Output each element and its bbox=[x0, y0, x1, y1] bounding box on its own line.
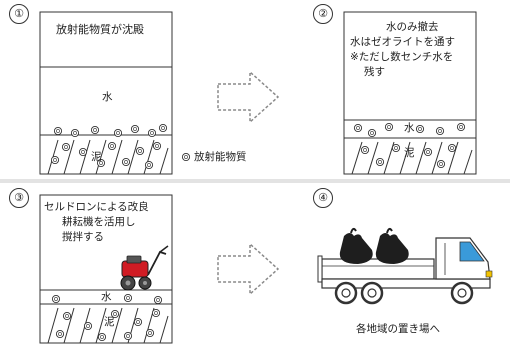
panel-2-mud-hatch bbox=[351, 141, 473, 175]
step-1-water-label: 水 bbox=[102, 91, 113, 103]
panel-3-container bbox=[39, 194, 173, 344]
step-number-3: ③ bbox=[9, 188, 29, 208]
legend-particle-icon bbox=[181, 152, 191, 162]
waste-bag-icon-2 bbox=[375, 227, 409, 264]
arrow-right-icon-1 bbox=[217, 70, 280, 124]
step-3-line-1: セルドロンによる改良 bbox=[44, 201, 149, 213]
panel-1-mud-hatch bbox=[47, 139, 169, 175]
panel-1-container bbox=[39, 11, 173, 175]
waste-bag-icon-1 bbox=[339, 227, 373, 264]
row-divider bbox=[0, 179, 510, 183]
arrow-right-icon-2 bbox=[217, 242, 280, 296]
step-number-4: ④ bbox=[313, 188, 333, 208]
step-2-water-label: 水 bbox=[404, 122, 415, 134]
step-3-line-3: 撹拌する bbox=[62, 231, 104, 243]
step-3-mud-label: 泥 bbox=[104, 316, 115, 328]
step-1-mud-label: 泥 bbox=[91, 151, 102, 163]
truck-icon bbox=[317, 237, 493, 305]
step-3-line-2: 耕耘機を活用し bbox=[62, 216, 136, 228]
panel-3-mud-hatch bbox=[47, 307, 169, 344]
step-1-label: 放射能物質が沈殿 bbox=[56, 23, 144, 36]
step-number-2: ② bbox=[313, 4, 333, 24]
step-3-water-label: 水 bbox=[101, 291, 112, 303]
step-number-1: ① bbox=[9, 4, 29, 24]
panel-2-container bbox=[343, 11, 477, 175]
step-2-line-4: 残す bbox=[364, 66, 385, 78]
step-2-line-2: 水はゼオライトを通す bbox=[350, 36, 455, 48]
step-2-line-1: 水のみ撤去 bbox=[386, 21, 439, 33]
step-2-mud-label: 泥 bbox=[404, 147, 415, 159]
step-2-line-3: ※ただし数センチ水を bbox=[350, 51, 454, 63]
legend-label: 放射能物質 bbox=[194, 151, 247, 163]
step-4-caption: 各地域の置き場へ bbox=[356, 323, 440, 335]
tiller-icon bbox=[120, 245, 169, 291]
